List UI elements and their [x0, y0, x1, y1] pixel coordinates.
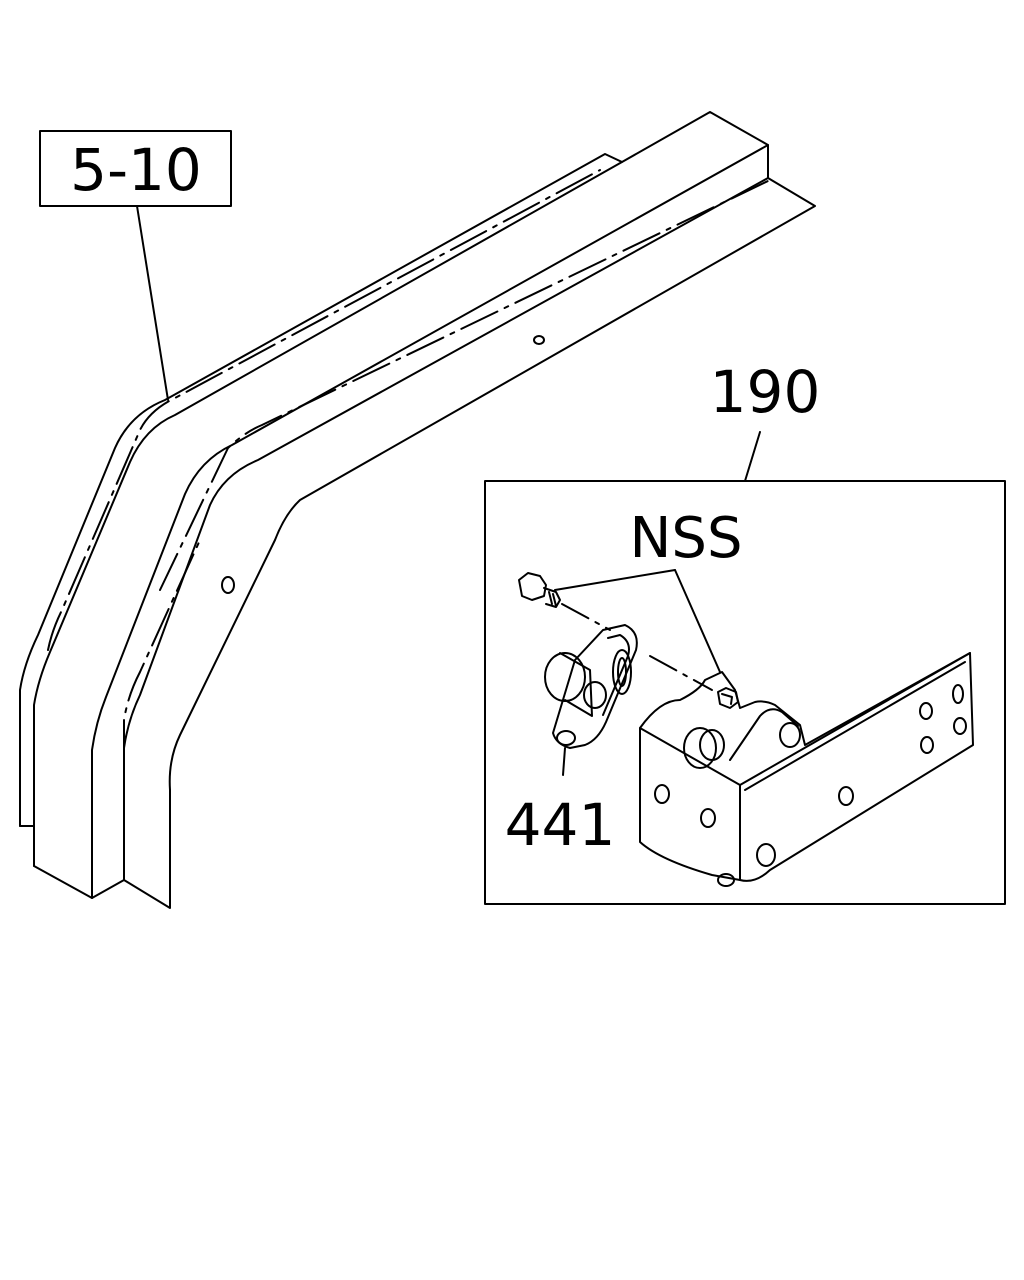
- ref-leader-line: [136, 205, 169, 401]
- nss-leader-1: [554, 569, 676, 591]
- bolt: [518, 572, 561, 608]
- part-nss-label: NSS: [630, 506, 743, 571]
- bolt-axis: [561, 603, 611, 631]
- detail-callout-190: 190 NSS 441: [484, 358, 1006, 905]
- rail-hidden-4: [123, 539, 201, 761]
- detail-box: [484, 480, 1006, 905]
- rail-hole: [533, 335, 545, 345]
- rail-edge-outer: [19, 111, 816, 909]
- rail-edge-2: [91, 144, 769, 899]
- ref-callout-5-10: 5-10: [39, 130, 232, 401]
- frame-rail: [19, 111, 816, 909]
- lever-441: [544, 624, 638, 749]
- part-441-leader: [562, 747, 566, 776]
- rail-hole: [221, 576, 235, 594]
- part-441-label: 441: [505, 791, 616, 859]
- ref-box-label: 5-10: [70, 136, 202, 204]
- nss-leader-2: [674, 569, 721, 673]
- rail-edge-1: [33, 161, 623, 867]
- rail-hidden-3: [159, 179, 771, 591]
- part-190-leader: [744, 431, 761, 482]
- ref-box: [39, 130, 232, 207]
- rail-hidden-2: [47, 169, 601, 651]
- part-190-label: 190: [710, 358, 821, 426]
- bracket: [639, 652, 974, 887]
- rail-edge-3: [123, 177, 769, 881]
